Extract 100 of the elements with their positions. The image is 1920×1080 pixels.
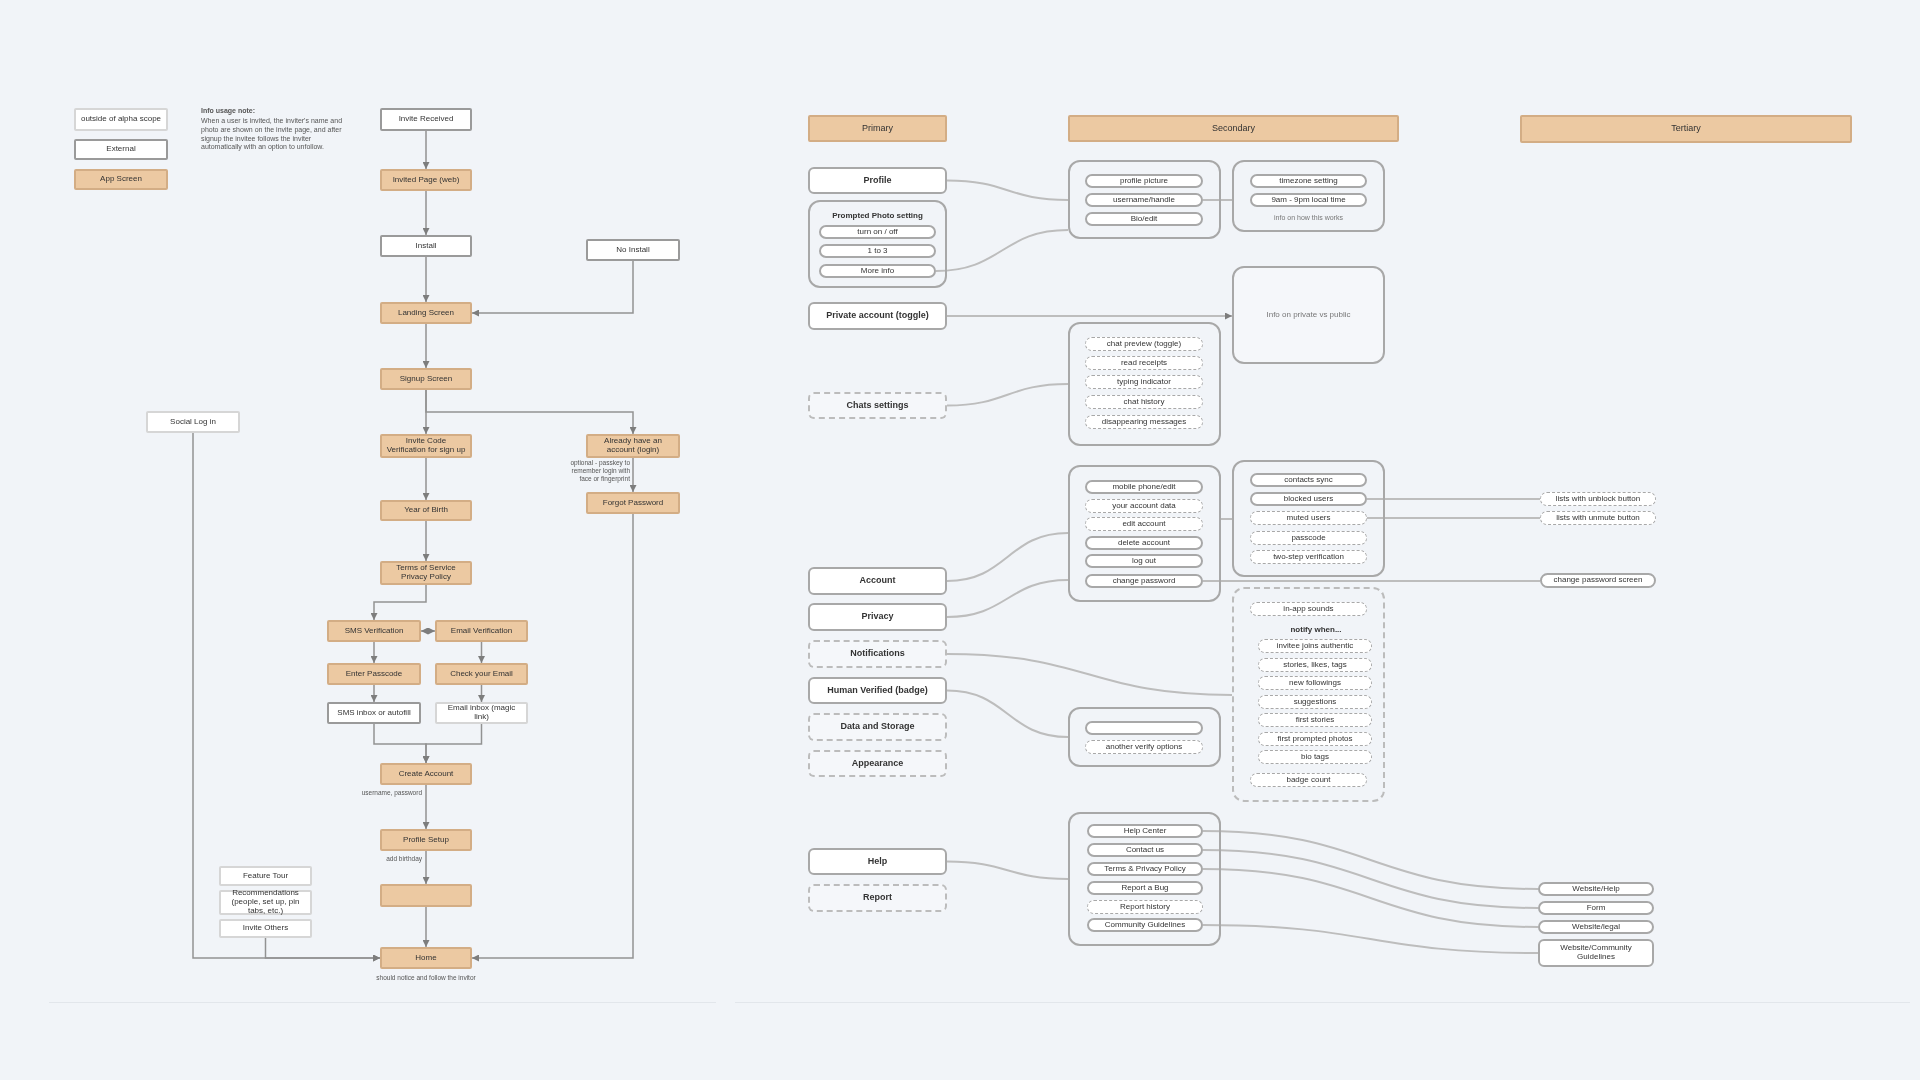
option-pill: lists with unmute button [1540, 511, 1656, 525]
option-pill: mobile phone/edit [1085, 480, 1203, 494]
option-pill: badge count [1250, 773, 1367, 787]
menu-box: Account [808, 567, 947, 595]
screen-box: Home [380, 947, 472, 969]
screen-box: Invited Page (web) [380, 169, 472, 191]
connector-line [1202, 849, 1539, 909]
menu-box: Chats settings [808, 392, 947, 419]
column-header: Primary [808, 115, 947, 142]
group-frame [1232, 460, 1385, 577]
option-pill: Bio/edit [1085, 212, 1203, 226]
option-pill: stories, likes, tags [1258, 658, 1372, 672]
option-pill: in-app sounds [1250, 602, 1367, 616]
option-pill: suggestions [1258, 695, 1372, 709]
option-pill: Community Guidelines [1087, 918, 1203, 932]
option-pill: Help Center [1087, 824, 1203, 838]
step-box: Invite Received [380, 108, 472, 131]
group-heading: notify when... [1289, 626, 1343, 635]
step-box: No Install [586, 239, 680, 261]
option-pill: disappearing messages [1085, 415, 1203, 429]
option-pill: first prompted photos [1258, 732, 1372, 746]
connector-line [1202, 199, 1233, 201]
connector-line [1202, 924, 1539, 954]
arrow [370, 584, 427, 621]
option-pill: Report a Bug [1087, 881, 1203, 895]
screen-box: Profile Setup [380, 829, 472, 851]
arrow [422, 457, 430, 501]
connector-line [935, 229, 1069, 272]
legend-label: outside of alpha scope [80, 115, 162, 124]
arrow [478, 684, 485, 703]
arrow [425, 389, 637, 435]
screen-box: Enter Passcode [327, 663, 421, 685]
option-pill: blocked users [1250, 492, 1367, 506]
option-pill: new followings [1258, 676, 1372, 690]
menu-box: Notifications [808, 640, 947, 668]
option-pill: More info [819, 264, 936, 278]
option-pill: invitee joins authentic [1258, 639, 1372, 653]
connector-line [1202, 868, 1539, 928]
screen-box: Invite Code Verification for sign up [380, 434, 472, 458]
connector-line [1202, 580, 1541, 582]
column-header: Secondary [1068, 115, 1399, 142]
group-frame [1232, 587, 1385, 802]
screen-box: Already have an account (login) [586, 434, 680, 458]
connector-line [1220, 518, 1233, 520]
connector-line [1366, 517, 1541, 519]
info-box: Info on private vs public [1232, 266, 1385, 364]
option-pill: chat history [1085, 395, 1203, 409]
connector-line [946, 653, 1233, 696]
option-pill: first stories [1258, 713, 1372, 727]
arrow [422, 130, 430, 170]
menu-box: Human Verified (badge) [808, 677, 947, 704]
screen-box [380, 884, 472, 907]
step-box: Email inbox (magic link) [435, 702, 528, 724]
step-box: SMS inbox or autofill [327, 702, 421, 724]
group-frame [1068, 812, 1221, 946]
menu-box: Private account (toggle) [808, 302, 947, 330]
option-pill: Website/Help [1538, 882, 1654, 896]
option-pill: Form [1538, 901, 1654, 915]
menu-box: Data and Storage [808, 713, 947, 741]
connector-line [946, 383, 1069, 407]
group-frame [1068, 465, 1221, 602]
option-pill: chat preview (toggle) [1085, 337, 1203, 351]
option-pill: timezone setting [1250, 174, 1367, 188]
double-arrow [420, 627, 436, 635]
arrow [946, 312, 1233, 320]
option-pill: your account data [1085, 499, 1203, 513]
option-pill: passcode [1250, 531, 1367, 545]
group-frame [808, 200, 947, 288]
group-frame [1068, 322, 1221, 446]
option-pill: username/handle [1085, 193, 1203, 207]
menu-box: Privacy [808, 603, 947, 631]
screen-box: Year of Birth [380, 500, 472, 521]
option-pill: change password screen [1540, 573, 1656, 588]
arrow [370, 641, 378, 664]
option-pill: delete account [1085, 536, 1203, 550]
option-pill: typing indicator [1085, 375, 1203, 389]
arrow [422, 906, 430, 948]
option-pill: bio tags [1258, 750, 1372, 764]
option-pill: change password [1085, 574, 1203, 588]
screen-box: Signup Screen [380, 368, 472, 390]
step-box: Install [380, 235, 472, 257]
screen-box: Email Verification [435, 620, 528, 642]
arrow [264, 937, 381, 962]
connector-line [946, 689, 1069, 738]
menu-box: Help [808, 848, 947, 875]
option-pill: Website/legal [1538, 920, 1654, 934]
legend-label: App Screen [100, 175, 142, 184]
link-box: Website/Community Guidelines [1538, 939, 1654, 967]
connector-line [946, 860, 1069, 880]
menu-box: Profile [808, 167, 947, 194]
arrow [422, 850, 430, 885]
option-pill: turn on / off [819, 225, 936, 239]
menu-box: Report [808, 884, 947, 912]
group-frame [1232, 160, 1385, 232]
arrow [422, 323, 430, 369]
group-frame [1068, 160, 1221, 239]
option-pill: another verify options [1085, 740, 1203, 754]
step-box: Social Log in [146, 411, 240, 433]
arrow [422, 723, 483, 764]
screen-box: Terms of Service Privacy Policy [380, 561, 472, 585]
